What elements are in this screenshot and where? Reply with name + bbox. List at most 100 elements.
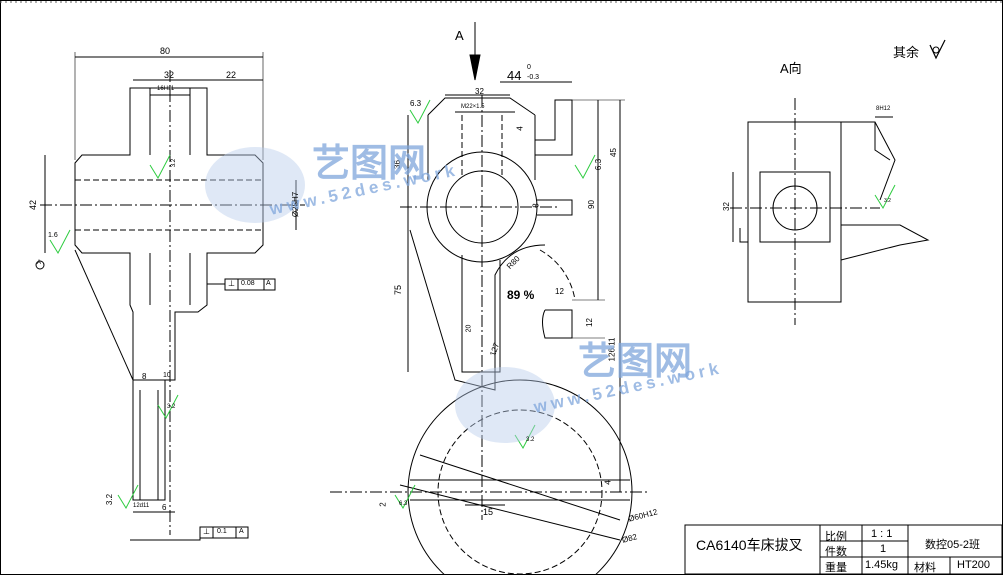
material-label: 材料 — [914, 562, 936, 574]
dim-44-tol-up: 0 — [527, 64, 531, 71]
roughness-right: 3.2 — [884, 198, 891, 204]
roughness-3-2-center: 3.2 — [526, 437, 535, 443]
scale-label: 比例 — [825, 531, 847, 543]
right-lug — [841, 121, 896, 201]
qty-value: 1 — [880, 543, 887, 555]
roughness-symbol-rest — [929, 39, 946, 60]
roughness-6-3-c: 6.3 — [399, 501, 408, 507]
view-arrow-head — [469, 54, 481, 81]
watermark-brand-1: 艺图网 — [312, 143, 427, 185]
dim-r80: R80 — [504, 254, 522, 271]
roughness-mark — [157, 394, 179, 420]
roughness-mark — [149, 154, 171, 180]
dim-4a: 4 — [515, 126, 525, 131]
gdt2-symbol: ⊥ — [203, 527, 210, 536]
arm-web — [461, 255, 501, 373]
roughness-3-2-a: 3.2 — [171, 158, 178, 168]
roughness-6-3-b: 6.3 — [594, 158, 604, 171]
class-label: 数控05-2班 — [925, 539, 981, 551]
dim-45: 45 — [608, 148, 618, 157]
right-square — [759, 171, 831, 243]
fork-circle-outer — [407, 379, 633, 580]
roughness-mark — [117, 484, 139, 510]
roughness-mark — [49, 229, 71, 255]
dim-44-tol-dn: -0.3 — [527, 74, 540, 81]
view-a-title: A向 — [780, 61, 802, 76]
dim-12a: 12 — [555, 287, 564, 296]
dim-42: 42 — [28, 199, 39, 211]
material-value: HT200 — [957, 559, 991, 571]
dim-12b: 12 — [584, 318, 594, 327]
fork-circle-inner — [437, 409, 603, 575]
right-bore — [772, 185, 818, 231]
roughness-mark — [394, 484, 416, 510]
dim-2: 2 — [378, 502, 388, 507]
angle-label: 89 % — [507, 288, 535, 302]
roughness-3-2-c: 3.2 — [105, 493, 115, 506]
dim-m22: M22×1.5 — [461, 104, 485, 110]
roughness-mark — [574, 154, 596, 180]
roughness-3-2-b: 3.2 — [167, 404, 176, 410]
left-view — [35, 52, 305, 541]
dim-d60h12: Ø60H12 — [627, 507, 659, 524]
dim-32r: 32 — [721, 202, 731, 211]
left-bore-hidden — [75, 179, 263, 231]
left-leader — [74, 249, 134, 381]
left-slot — [149, 88, 191, 155]
dim-d82: Ø82 — [621, 532, 639, 545]
watermark-logo — [205, 147, 555, 443]
weight-label: 重量 — [825, 562, 847, 574]
dim-22: 22 — [226, 70, 237, 80]
right-pad — [542, 309, 573, 339]
hub-bore — [445, 170, 519, 244]
roughness-mark — [514, 424, 536, 450]
dim-80: 80 — [160, 46, 171, 56]
roughness-mark — [409, 99, 431, 125]
gdt2-datum: A — [239, 528, 244, 535]
right-body — [747, 121, 842, 303]
title-block — [684, 524, 1003, 575]
dim-32: 32 — [164, 70, 175, 80]
datum-circle — [35, 260, 45, 270]
dim-6: 6 — [162, 503, 167, 512]
dim-16h11: 16H11 — [157, 86, 175, 92]
dim-15: 15 — [483, 507, 494, 517]
right-view — [730, 39, 946, 325]
dim-4b: 4 — [603, 480, 613, 485]
center-view — [330, 22, 650, 580]
dim-32c: 32 — [475, 87, 484, 96]
right-fork-arm — [840, 224, 930, 261]
dim-20: 20 — [465, 324, 473, 333]
datum-label: A — [37, 260, 42, 266]
top-lug — [535, 99, 573, 156]
dim-127: 127 — [488, 341, 502, 358]
gdt2-value: 0.1 — [217, 528, 227, 535]
dim-75: 75 — [393, 284, 404, 296]
arm-outline — [409, 229, 546, 391]
dim-8c: 8 — [531, 203, 541, 208]
gdt1-value: 0.08 — [241, 280, 255, 287]
left-lower-lines — [149, 253, 191, 305]
gdt1-symbol: ⊥ — [228, 279, 235, 288]
watermark-brand-2: 艺图网 — [578, 341, 693, 383]
roughness-mark — [874, 184, 896, 210]
scale-value: 1 : 1 — [871, 528, 893, 540]
dim-10: 10 — [163, 372, 171, 379]
dim-12d11: 12d11 — [133, 503, 150, 509]
hub-outer — [426, 151, 538, 263]
view-arrow-label: A — [455, 28, 464, 43]
gdt1-datum: A — [266, 280, 271, 287]
dim-44: 44 — [507, 68, 522, 83]
dim-8: 8 — [142, 372, 147, 381]
qty-label: 件数 — [825, 546, 847, 558]
weight-value: 1.45kg — [865, 559, 899, 571]
dim-90: 90 — [586, 200, 596, 209]
part-name: CA6140车床拔叉 — [696, 537, 803, 553]
roughness-6-3-a: 6.3 — [410, 99, 422, 108]
rest-roughness-label: 其余 — [893, 45, 920, 60]
dim-8h12: 8H12 — [876, 106, 891, 112]
roughness-1-6: 1.6 — [48, 232, 58, 239]
